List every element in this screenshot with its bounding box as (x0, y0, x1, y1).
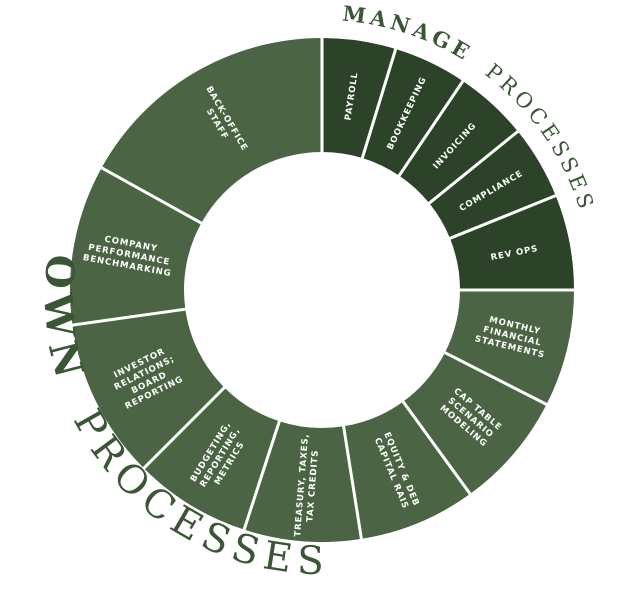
wheel-segment-11 (70, 167, 202, 326)
wheel-segment-3 (429, 131, 556, 239)
wheel-segments (70, 38, 574, 543)
wheel-segment-2 (399, 81, 518, 204)
wheel-dividers (71, 37, 575, 541)
wheel-segment-0 (322, 38, 396, 159)
segment-divider-3 (427, 129, 520, 205)
segment-divider-4 (448, 193, 558, 241)
wheel-segment-8 (244, 421, 362, 543)
segment-divider-6 (443, 350, 549, 407)
wheel-segment-10 (72, 309, 225, 469)
segment-divider-1 (360, 47, 398, 160)
segment-divider-12 (99, 166, 203, 225)
segment-divider-9 (242, 419, 282, 532)
wheel-segment-12 (101, 38, 323, 224)
segment-divider-7 (401, 399, 472, 496)
wheel-segment-9 (143, 387, 280, 530)
segment-divider-8 (341, 425, 364, 541)
wheel-segment-7 (343, 401, 471, 539)
segment-divider-2 (397, 79, 465, 178)
wheel-segment-4 (449, 195, 574, 290)
wheel-segment-5 (444, 290, 574, 405)
segment-divider-11 (71, 307, 187, 327)
segment-divider-10 (142, 385, 227, 470)
wheel-segment-6 (403, 352, 547, 494)
